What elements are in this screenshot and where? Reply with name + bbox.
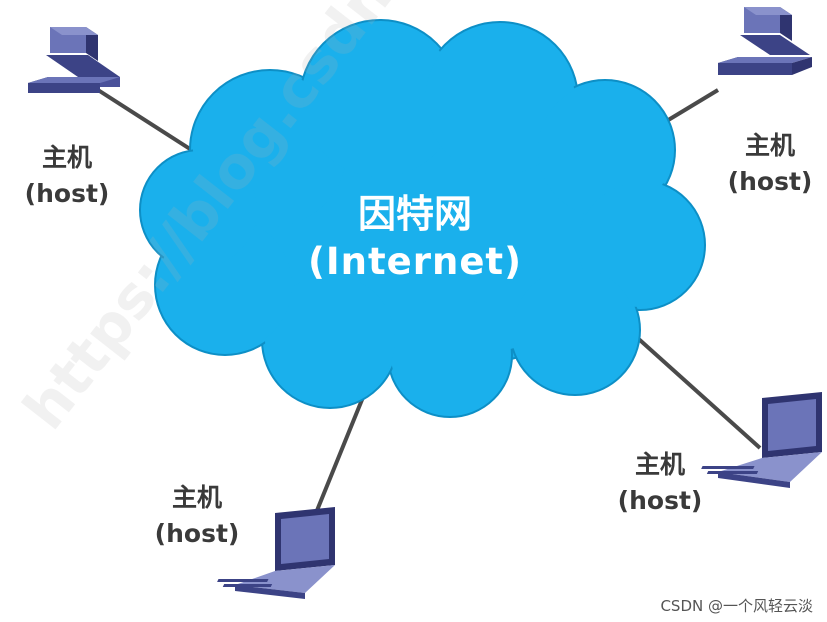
host-sub: (host) — [154, 519, 240, 548]
desktop-icon — [718, 7, 812, 75]
desktop-icon — [28, 27, 120, 93]
host-sub: (host) — [727, 167, 813, 196]
host-name: 主机 — [41, 143, 92, 172]
host-name: 主机 — [634, 450, 685, 479]
cloud-fill-cover — [143, 23, 702, 414]
laptop-icon — [701, 392, 822, 488]
csdn-credit: CSDN @一个风轻云淡 — [660, 597, 813, 615]
host-label-top-left: 主机 (host) — [2, 140, 132, 212]
host-label-bottom-left: 主机 (host) — [132, 480, 262, 552]
host-label-bottom-right: 主机 (host) — [595, 447, 725, 519]
host-label-top-right: 主机 (host) — [705, 128, 827, 200]
link-top-right — [658, 88, 720, 127]
host-name: 主机 — [744, 131, 795, 160]
host-sub: (host) — [617, 486, 703, 515]
host-sub: (host) — [24, 179, 110, 208]
cloud-title: 因特网 — [357, 192, 472, 236]
laptop-icon — [217, 507, 335, 599]
host-name: 主机 — [171, 483, 222, 512]
cloud-subtitle: (Internet) — [307, 240, 523, 283]
